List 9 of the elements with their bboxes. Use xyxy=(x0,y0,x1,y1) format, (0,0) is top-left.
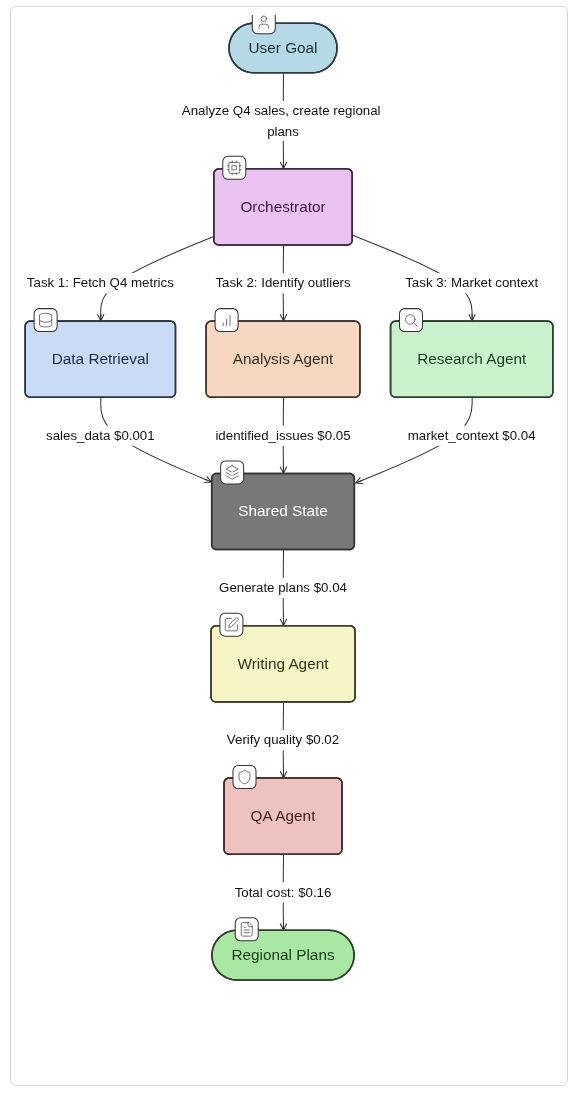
edge-label: sales_data $0.001 xyxy=(46,427,155,443)
edge-label: Task 3: Market context xyxy=(405,275,539,291)
edge-label: identified_issues $0.05 xyxy=(215,427,351,443)
edge-label: Analyze Q4 sales, create regional plans xyxy=(181,102,381,139)
edge-label: Verify quality $0.02 xyxy=(226,732,340,748)
edge-label: Task 2: Identify outliers xyxy=(215,275,351,291)
edge-label: Task 1: Fetch Q4 metrics xyxy=(26,275,174,291)
edge-label: market_context $0.04 xyxy=(407,427,536,443)
edge-label: Generate plans $0.04 xyxy=(219,579,347,596)
